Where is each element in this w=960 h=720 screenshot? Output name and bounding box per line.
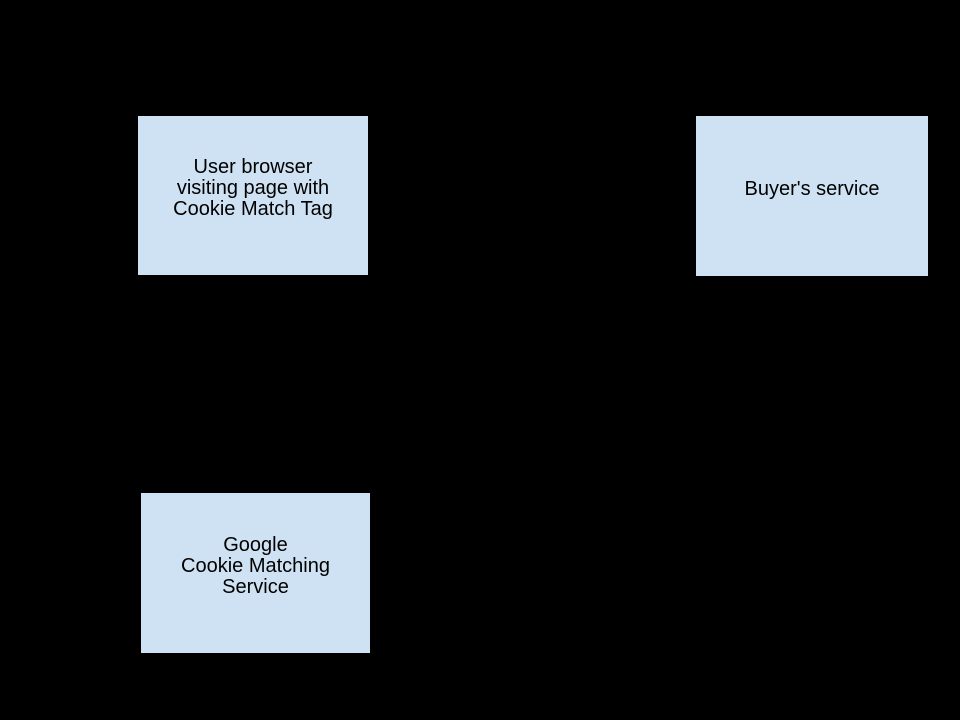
node-user-browser-label-line-1: User browser	[193, 156, 313, 178]
node-google-cms-label-line-3: Service	[222, 575, 289, 598]
node-buyers-service: Buyer's service	[695, 115, 929, 277]
node-user-browser: User browser visiting page with Cookie M…	[137, 115, 369, 276]
node-google-cookie-matching-service: Google Cookie Matching Service	[140, 492, 371, 654]
node-buyers-service-label-line-1: Buyer's service	[744, 177, 880, 200]
node-buyers-service-label: Buyer's service	[744, 177, 880, 200]
node-google-cms-label-line-1: Google	[223, 533, 288, 556]
node-user-browser-label-line-3: Cookie Match Tag	[173, 198, 333, 220]
node-google-cms-label-line-2: Cookie Matching	[181, 554, 330, 577]
node-google-cms-label: Google Cookie Matching Service	[181, 533, 330, 598]
node-user-browser-label-line-2: visiting page with	[176, 177, 330, 199]
node-user-browser-label: User browser visiting page with Cookie M…	[173, 157, 333, 220]
